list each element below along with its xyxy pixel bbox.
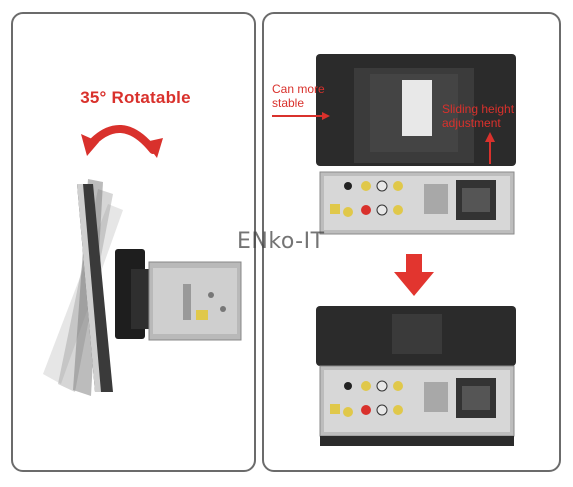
rotatable-title: 35° Rotatable: [80, 88, 191, 107]
down-arrow-icon: [394, 254, 434, 296]
left-panel: 35° Rotatable: [11, 12, 256, 472]
head-unit-back-views: [272, 54, 516, 446]
watermark: ENko-IT: [237, 229, 325, 254]
right-panel: Can more stable Sliding height adjustmen…: [262, 12, 561, 472]
curved-arrow-icon: [81, 125, 163, 158]
annotation-sliding-height: Sliding height adjustment: [442, 102, 515, 130]
annotation-more-stable: Can more stable: [272, 82, 325, 110]
rotating-head-unit-illustration: [43, 179, 242, 396]
